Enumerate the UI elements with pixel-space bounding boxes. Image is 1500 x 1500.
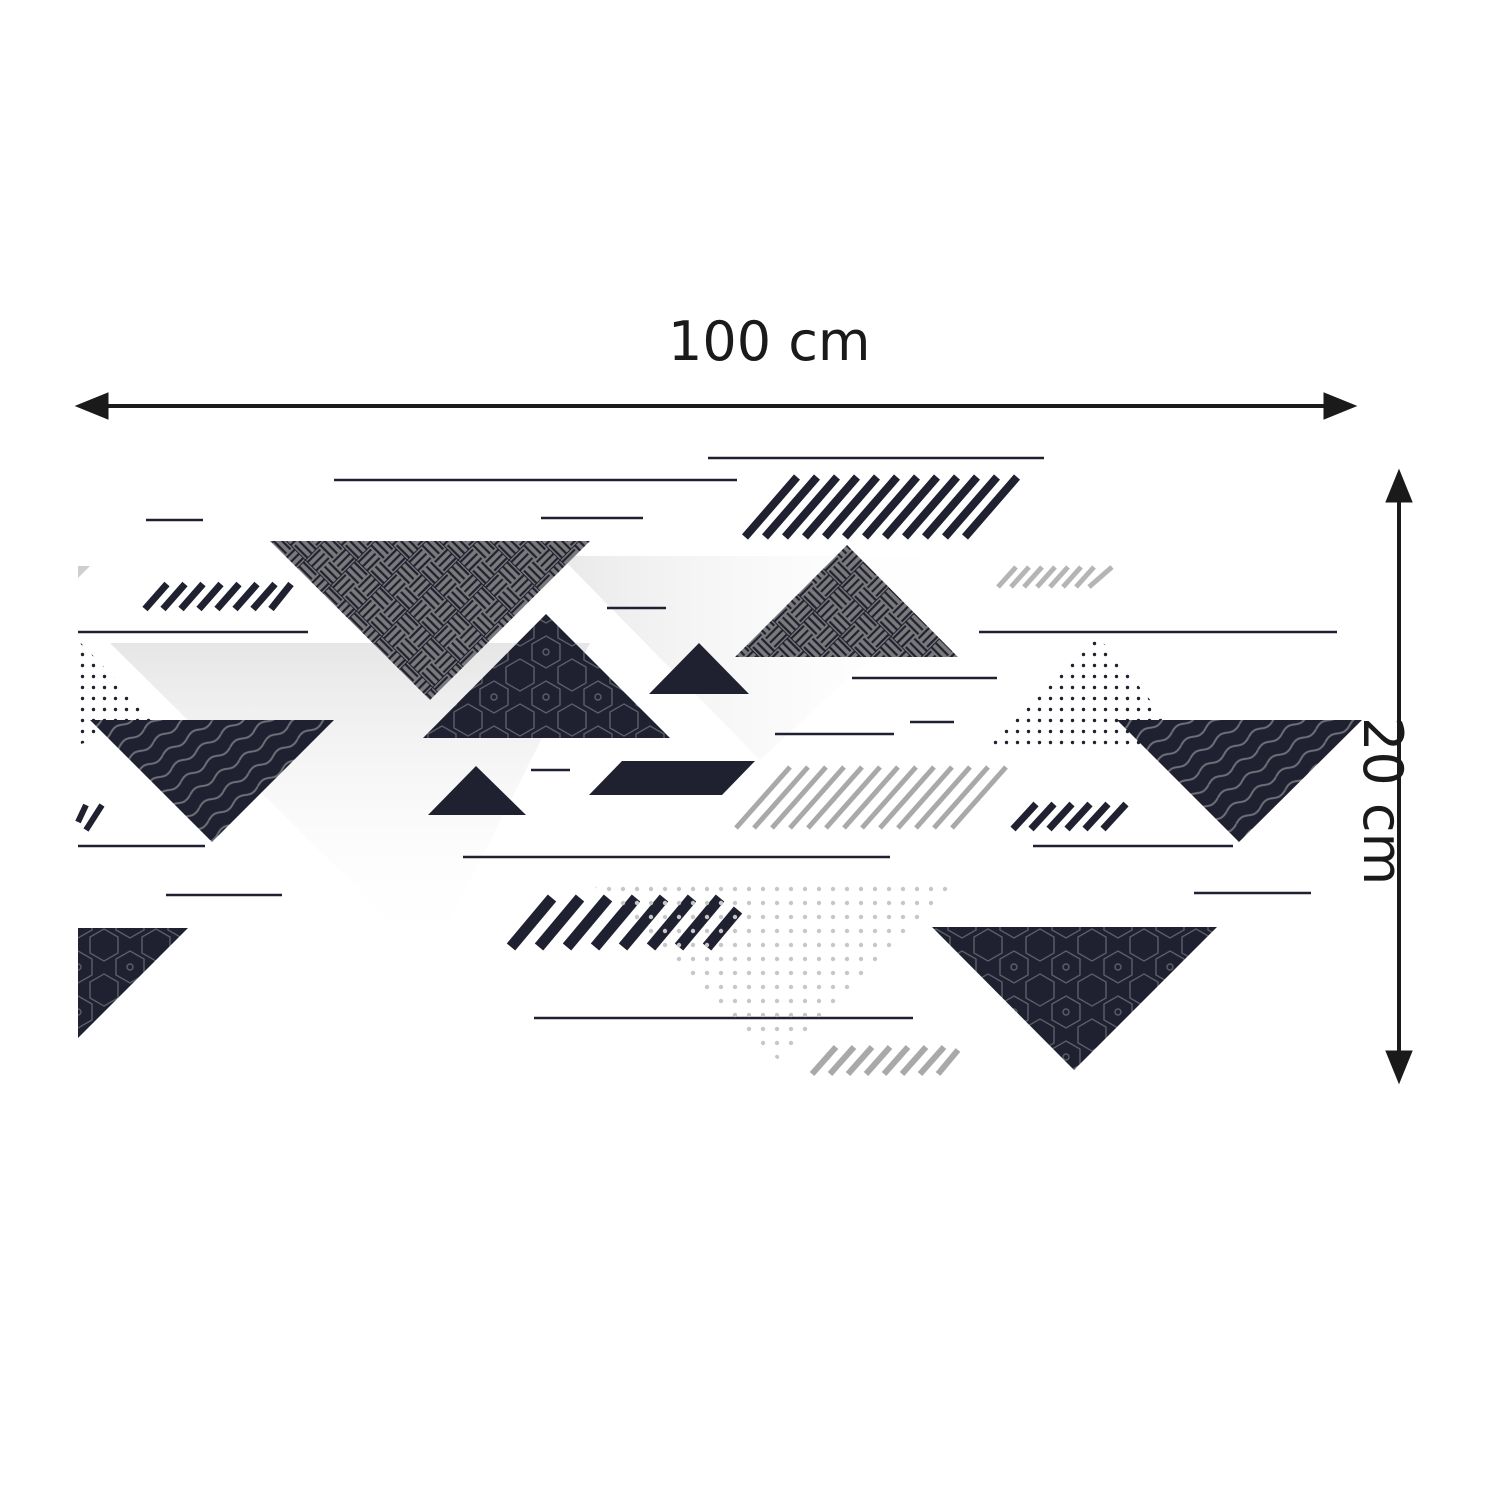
stripe-block-top: [741, 474, 1021, 540]
stripe-block-small-left: [75, 803, 105, 832]
hex-triangle-bottom-left: [78, 928, 188, 1038]
stripe-block-gray-bottom: [809, 1045, 961, 1076]
hex-triangle-center: [423, 614, 670, 738]
width-dimension-arrow: [74, 392, 1358, 420]
stripe-block-left: [142, 581, 294, 612]
weave-triangle-large: [270, 541, 590, 700]
weave-triangle-right: [735, 545, 958, 657]
stripe-block-mid-right: [1010, 801, 1129, 832]
dotted-triangle-right: [985, 634, 1188, 746]
height-label: 20 cm: [1351, 717, 1414, 886]
wave-triangle-left: [90, 720, 334, 842]
width-label: 100 cm: [668, 310, 871, 373]
geometric-artwork: [75, 456, 1362, 1076]
stripe-block-gray-mid: [734, 765, 1008, 830]
dotted-triangle-bottom: [590, 882, 955, 1060]
wave-triangle-right: [1117, 720, 1362, 842]
hex-triangle-bottom-right: [932, 927, 1217, 1070]
solid-triangle-small-1: [649, 643, 749, 694]
solid-triangle-small-2: [428, 766, 526, 815]
dotted-triangle-left: [78, 640, 155, 745]
height-dimension-arrow: [1385, 468, 1413, 1085]
stripe-block-gray-top: [996, 565, 1114, 589]
horizontal-lines: [78, 456, 1337, 1020]
solid-parallelogram: [589, 761, 755, 795]
fade-shape: [78, 566, 90, 578]
